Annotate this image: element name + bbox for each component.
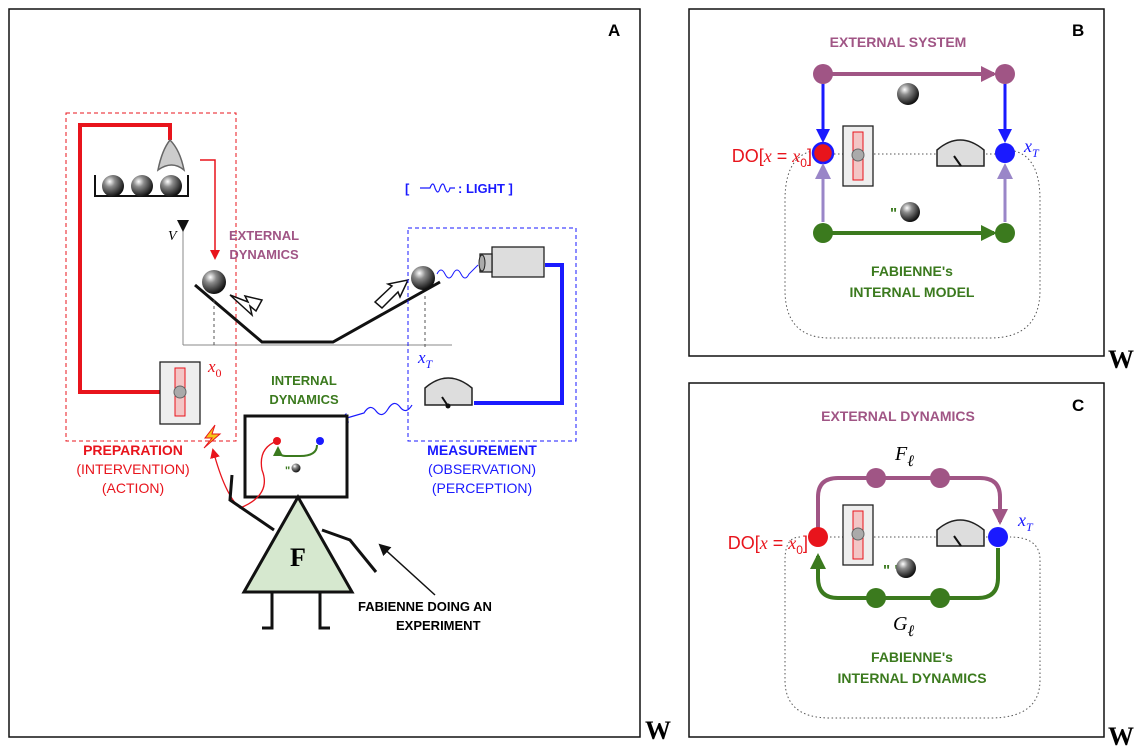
head-blue-dot [316, 437, 324, 445]
preparation-loop [78, 123, 172, 394]
panel-b-node-tr [995, 64, 1015, 84]
panel-c-xT-label: xT [1017, 510, 1034, 534]
ball-start [202, 270, 226, 294]
head-green-arrow [273, 444, 318, 457]
action-wire [210, 440, 278, 509]
fabienne-caption-2: EXPERIMENT [396, 618, 481, 633]
right-arm [321, 528, 378, 573]
tray-ball-2 [131, 175, 153, 197]
panel-c-frame [688, 382, 1105, 738]
x0-label: x0 [207, 357, 222, 380]
panel-b-frame [688, 8, 1105, 357]
axis-v-label: V [168, 229, 178, 244]
panel-b-model-region [784, 149, 1041, 339]
panel-b-node-bl [813, 223, 833, 243]
panel-b-letter: B [1072, 21, 1084, 40]
panel-c-w-mark: W [1108, 722, 1134, 746]
light-wave-icon [420, 183, 455, 193]
panel-c-g-label: Gℓ [893, 613, 914, 640]
panel-b-node-tl [813, 64, 833, 84]
panel-c-node-f2 [930, 468, 950, 488]
left-arm [228, 474, 275, 532]
preparation-sub2: (ACTION) [102, 480, 164, 496]
panel-b-xT-label: xT [1023, 136, 1040, 160]
ball-end [411, 266, 435, 290]
panel-c-model-region [784, 536, 1041, 719]
measurement-sub2: (PERCEPTION) [432, 480, 532, 496]
preparation-slider-icon [159, 361, 201, 425]
fabienne-body [241, 493, 355, 594]
panel-c-do-node [808, 527, 828, 547]
panel-b-model-label-2: INTERNAL MODEL [850, 284, 975, 300]
panel-a-w-mark: W [645, 716, 671, 745]
light-wave-camera [436, 264, 479, 279]
motion-arrow-left [229, 294, 264, 318]
panel-c-node-g2 [930, 588, 950, 608]
panel-b-w-mark: W [1108, 345, 1134, 374]
fabienne-caption-1: FABIENNE DOING AN [358, 599, 492, 614]
panel-b-title: EXTERNAL SYSTEM [830, 34, 967, 50]
light-wave-brain [338, 402, 413, 423]
head-ball [291, 463, 301, 473]
internal-dynamics-label-2: DYNAMICS [269, 392, 339, 407]
panel-a: A W V x0 xT [8, 8, 671, 745]
panel-c-slider-icon [842, 504, 874, 566]
caption-arrow [378, 543, 436, 596]
potential-curve [194, 280, 441, 344]
panel-b-internal-ball [900, 202, 920, 222]
measurement-title: MEASUREMENT [427, 442, 537, 458]
tray-ball-3 [160, 175, 182, 197]
panel-c-title: EXTERNAL DYNAMICS [821, 408, 975, 424]
fabienne-letter: F [290, 543, 306, 572]
panel-b-ball [897, 83, 919, 105]
panel-b-model-label-1: FABIENNE's [871, 263, 953, 279]
measurement-box [407, 227, 577, 442]
light-legend-text: : LIGHT ] [458, 181, 513, 196]
tray-ball-1 [102, 175, 124, 197]
panel-c-f-label: Fℓ [894, 443, 914, 470]
drop-arrow [200, 159, 220, 260]
panel-c-model-label-1: FABIENNE's [871, 649, 953, 665]
panel-c-internal-ball [896, 558, 916, 578]
panel-c-do-label: DO[x = x0] [728, 533, 808, 557]
right-leg [318, 592, 330, 630]
motion-arrow-right [373, 278, 410, 310]
measurement-loop [474, 263, 564, 405]
panel-c-xT-node [988, 527, 1008, 547]
meter-icon [424, 377, 473, 409]
left-leg [262, 592, 274, 630]
panel-c-external-arrow [816, 476, 1008, 528]
panel-c-internal-arrow [810, 548, 1000, 600]
lightning-icon [203, 424, 222, 449]
panel-b-do-label: DO[x = x0] [732, 146, 812, 170]
panel-c-letter: C [1072, 396, 1084, 415]
preparation-title: PREPARATION [83, 442, 183, 458]
measurement-sub1: (OBSERVATION) [428, 461, 536, 477]
external-dynamics-label-2: DYNAMICS [229, 247, 299, 262]
panel-c: C W EXTERNAL DYNAMICS Fℓ DO[x = x0] xT G [688, 382, 1134, 746]
xT-label: xT [417, 348, 434, 371]
panel-c-model-label-2: INTERNAL DYNAMICS [837, 670, 986, 686]
panel-b-node-br [995, 223, 1015, 243]
camera-icon [478, 246, 545, 278]
preparation-sub1: (INTERVENTION) [76, 461, 189, 477]
panel-a-frame [8, 8, 641, 738]
panel-b: B W EXTERNAL SYSTEM DO[x = x0] xT [688, 8, 1134, 374]
panel-c-meter-icon [936, 519, 985, 547]
preparation-box [65, 112, 237, 442]
external-dynamics-label-1: EXTERNAL [229, 228, 299, 243]
claw-icon [156, 138, 186, 172]
panel-c-node-g1 [866, 588, 886, 608]
internal-dynamics-label-1: INTERNAL [271, 373, 337, 388]
ball-tray [94, 138, 189, 197]
light-legend-open: [ [405, 181, 410, 196]
panel-a-letter: A [608, 21, 620, 40]
panel-c-node-f1 [866, 468, 886, 488]
panel-b-do-node [811, 141, 835, 165]
panel-b-xT-node [995, 143, 1015, 163]
panel-b-slider-icon [842, 125, 874, 187]
panel-b-meter-icon [936, 139, 985, 167]
